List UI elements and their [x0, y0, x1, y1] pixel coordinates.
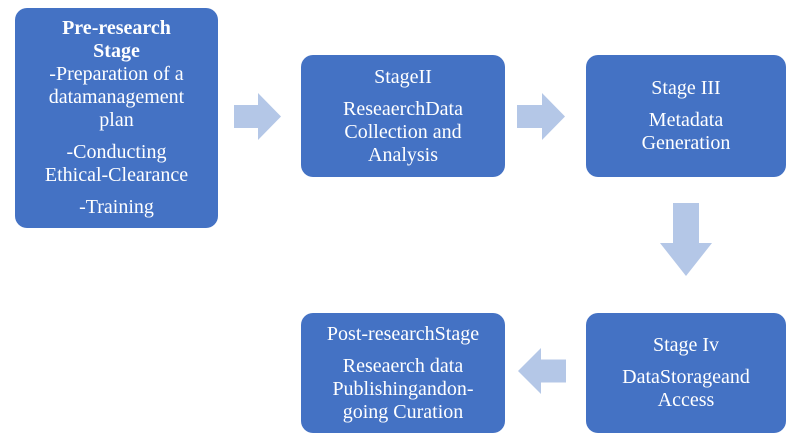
- stage-4-line2: Access: [657, 389, 715, 411]
- stage-3-line1: Metadata: [648, 109, 724, 131]
- pre-research-item-2-line2: Ethical-Clearance: [44, 164, 189, 186]
- arrow-down-shape: [660, 203, 712, 276]
- pre-research-item-2-line1: -Conducting: [66, 141, 167, 163]
- post-research-line2: Publishingandon-: [332, 377, 474, 400]
- stage-4-box: Stage Iv DataStorageand Access: [586, 313, 786, 433]
- arrow-left-icon: [518, 348, 566, 394]
- post-research-title: Post-researchStage: [326, 322, 480, 345]
- pre-research-title-line1: Pre-research: [62, 17, 171, 39]
- pre-research-item-1-line2: datamanagement: [48, 86, 185, 108]
- post-research-line3: going Curation: [342, 400, 464, 423]
- stage-2-line2: Collection and: [344, 120, 462, 143]
- stage-3-title: Stage III: [651, 77, 721, 99]
- arrow-left-shape: [518, 348, 566, 394]
- pre-research-item-3: -Training: [79, 196, 154, 218]
- stage-2-title: StageII: [374, 65, 432, 88]
- stage-3-line2: Generation: [641, 132, 731, 154]
- stage-4-line1: DataStorageand: [622, 366, 750, 388]
- pre-research-item-1-line1: -Preparation of a: [49, 63, 184, 85]
- pre-research-title-line2: Stage: [93, 40, 140, 62]
- stage-3-box: Stage III Metadata Generation: [586, 55, 786, 177]
- arrow-down-icon: [660, 203, 712, 276]
- stage-4-title: Stage Iv: [652, 334, 720, 356]
- stage-2-line1: ReseaerchData: [343, 97, 463, 120]
- arrow-right-shape: [234, 93, 281, 140]
- arrow-right-icon: [234, 93, 281, 140]
- arrow-right-icon: [517, 93, 565, 140]
- pre-research-stage-box: Pre-research Stage -Preparation of a dat…: [15, 8, 218, 228]
- post-research-stage-box: Post-researchStage Reseaerch data Publis…: [301, 313, 505, 433]
- stage-2-line3: Analysis: [368, 143, 438, 166]
- pre-research-item-1-line3: plan: [99, 109, 134, 131]
- arrow-right-shape: [517, 93, 565, 140]
- stage-2-box: StageII ReseaerchData Collection and Ana…: [301, 55, 505, 177]
- post-research-line1: Reseaerch data: [342, 354, 464, 377]
